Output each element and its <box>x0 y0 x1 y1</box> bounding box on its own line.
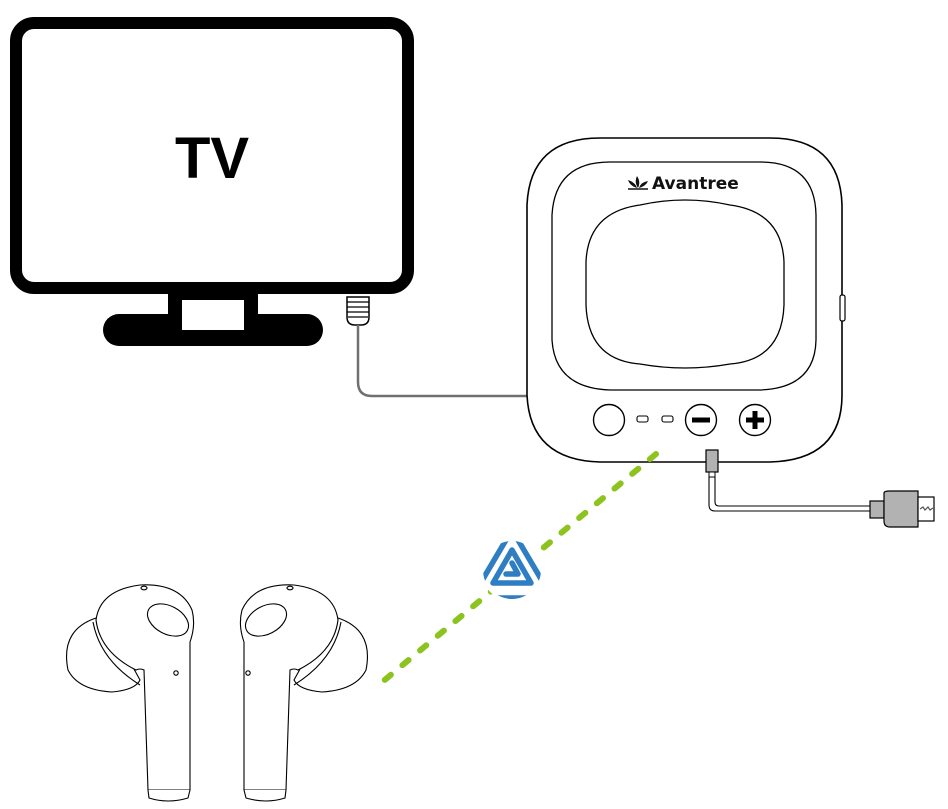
aptx-adaptive-icon <box>481 539 543 601</box>
transmitter-body <box>526 137 843 463</box>
transmitter-bezel <box>551 161 817 391</box>
optical-cable <box>356 325 532 398</box>
tv-screen <box>10 17 414 294</box>
tv: TV <box>10 17 414 346</box>
transmitter-pad <box>585 199 785 369</box>
led-indicator-2 <box>661 415 674 423</box>
earbud-left <box>66 584 195 802</box>
tv-stand-window <box>182 300 244 330</box>
usb-c-plug <box>705 449 719 473</box>
usb-a-plug <box>883 490 919 528</box>
volume-up-button[interactable] <box>738 403 772 437</box>
led-indicator-1 <box>636 415 649 423</box>
transmitter: Avantree <box>526 137 846 463</box>
usb-cable <box>705 449 935 528</box>
power-button[interactable] <box>592 403 626 437</box>
tv-label: TV <box>175 126 249 191</box>
minus-icon <box>692 417 710 423</box>
plus-icon <box>746 411 764 429</box>
side-switch[interactable] <box>839 294 846 322</box>
optical-plug <box>346 296 370 326</box>
brand-label: Avantree <box>652 174 739 194</box>
earbud-right <box>239 584 368 802</box>
volume-down-button[interactable] <box>684 403 718 437</box>
lotus-logo-icon <box>628 176 648 190</box>
